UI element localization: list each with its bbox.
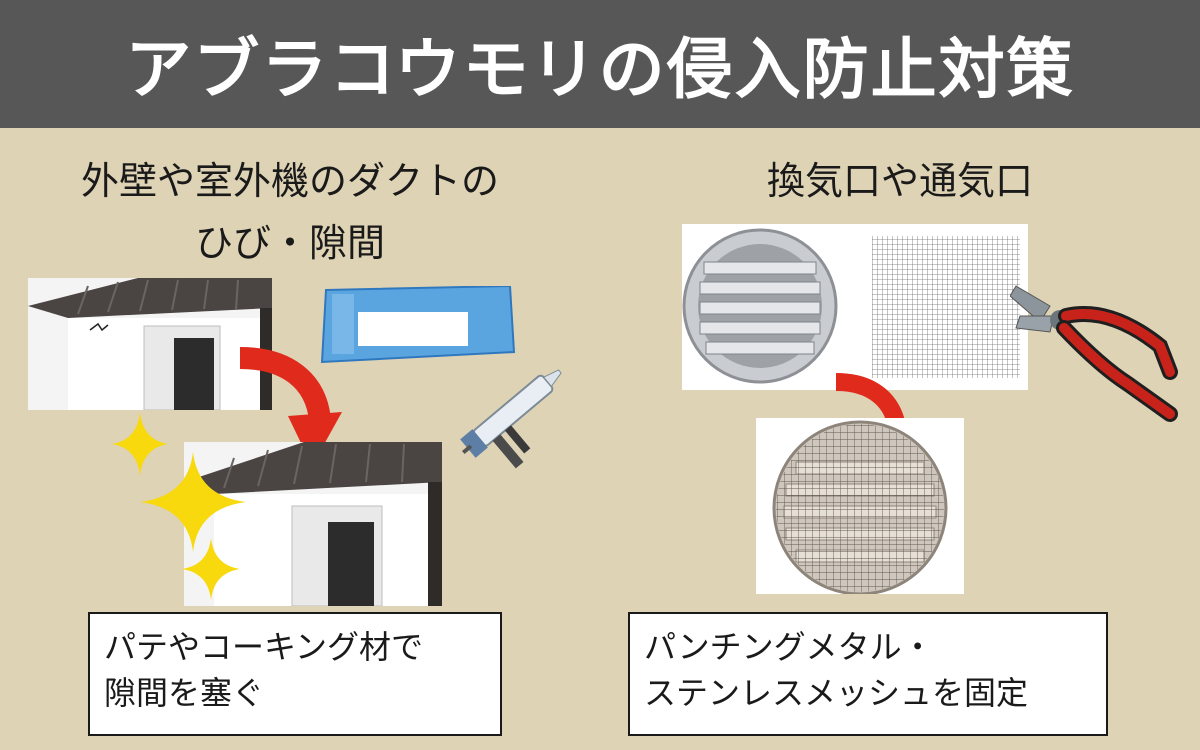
left-caption-line1: パテやコーキング材で xyxy=(104,628,424,666)
caulking-gun-illustration xyxy=(460,369,562,469)
house-after-illustration xyxy=(184,442,442,606)
sparkle-icon-small-top xyxy=(112,412,168,476)
title-banner: アブラコウモリの侵入防止対策 xyxy=(0,0,1200,128)
page-title: アブラコウモリの侵入防止対策 xyxy=(125,31,1075,108)
left-heading: 外壁や室外機のダクトの ひび・隙間 xyxy=(10,150,570,274)
pliers-illustration xyxy=(1010,285,1178,422)
left-heading-line2: ひび・隙間 xyxy=(194,221,385,265)
sparkle-icon-small-bottom xyxy=(182,538,240,600)
sparkle-icon-large xyxy=(140,452,246,552)
vent-and-mesh-illustration xyxy=(682,224,1028,390)
right-caption-line2: ステンレスメッシュを固定 xyxy=(644,674,1029,712)
red-arrow-left xyxy=(239,347,342,466)
left-caption-line2: 隙間を塞ぐ xyxy=(104,674,265,712)
left-heading-line1: 外壁や室外機のダクトの xyxy=(80,159,499,203)
right-caption-line1: パンチングメタル・ xyxy=(644,628,934,666)
vent-with-mesh-illustration xyxy=(756,418,964,594)
right-heading: 換気口や通気口 xyxy=(766,159,1033,203)
putty-pack-illustration xyxy=(320,286,516,364)
right-caption-box: パンチングメタル・ ステンレスメッシュを固定 xyxy=(628,612,1108,736)
left-caption-box: パテやコーキング材で 隙間を塞ぐ xyxy=(88,612,502,736)
